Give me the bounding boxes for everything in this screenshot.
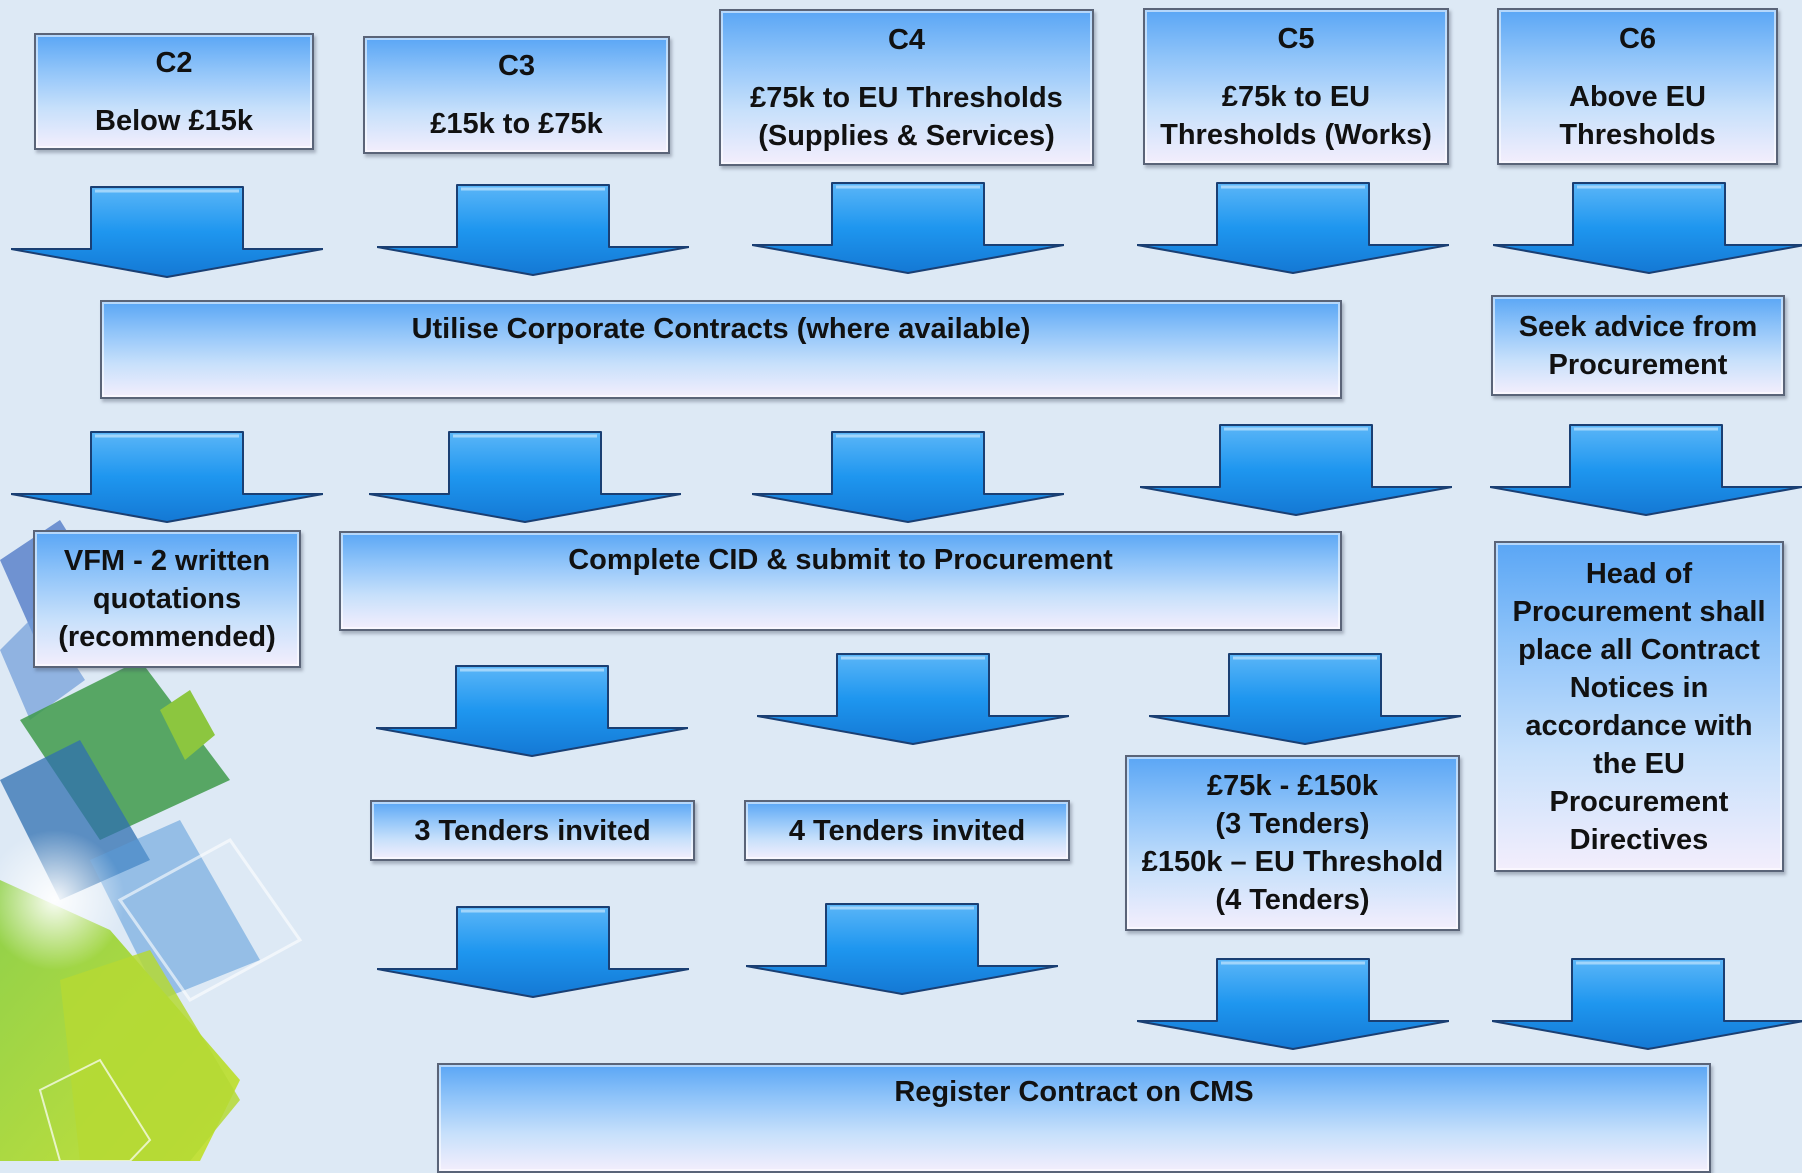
down-arrow <box>1492 955 1802 1051</box>
head-of-procurement-line-1: Head of <box>1585 557 1693 590</box>
down-arrow <box>11 428 323 524</box>
c4-range-line-1: £75k to EU Thresholds <box>750 81 1063 114</box>
seek-advice-line-1: Seek advice from <box>1518 310 1758 343</box>
down-arrow <box>377 903 689 999</box>
works-tenders-line-2: (3 Tenders) <box>1215 808 1370 840</box>
c2-range: Below £15k <box>95 104 253 137</box>
c3-threshold-box: C3 £15k to £75k <box>363 36 670 154</box>
c6-threshold-box: C6 Above EU Thresholds <box>1497 8 1778 165</box>
c2-threshold-box: C2 Below £15k <box>34 33 314 150</box>
down-arrow <box>1140 421 1452 517</box>
c3-range: £15k to £75k <box>430 108 603 140</box>
three-tenders-box: 3 Tenders invited <box>370 800 695 861</box>
corporate-contracts-box: Utilise Corporate Contracts (where avail… <box>100 300 1342 399</box>
vfm-line-2: quotations <box>92 583 242 615</box>
head-of-procurement-box: Head of Procurement shall place all Cont… <box>1494 541 1784 872</box>
c4-code: C4 <box>887 23 926 56</box>
decorative-diamonds <box>0 520 303 1161</box>
head-of-procurement-line-4: Notices in <box>1569 671 1709 704</box>
corporate-contracts-label: Utilise Corporate Contracts (where avail… <box>411 313 1031 345</box>
down-arrow <box>757 650 1069 746</box>
down-arrow <box>1493 179 1802 275</box>
four-tenders-label: 4 Tenders invited <box>788 814 1026 847</box>
down-arrow <box>377 181 689 277</box>
works-tenders-line-4: (4 Tenders) <box>1215 884 1370 916</box>
down-arrow <box>1149 650 1461 746</box>
vfm-line-1: VFM - 2 written <box>63 545 271 577</box>
c6-range-line-2: Thresholds <box>1559 118 1716 151</box>
c6-range-line-1: Above EU <box>1569 80 1706 113</box>
register-contract-box: Register Contract on CMS <box>437 1063 1711 1173</box>
down-arrow <box>1490 421 1802 517</box>
c6-code: C6 <box>1618 22 1657 55</box>
down-arrow <box>746 900 1058 996</box>
down-arrow <box>1137 179 1449 275</box>
c4-range-line-2: (Supplies & Services) <box>758 119 1055 152</box>
works-tenders-line-3: £150k – EU Threshold <box>1141 846 1444 878</box>
vfm-quotations-box: VFM - 2 written quotations (recommended) <box>33 530 301 668</box>
vfm-line-3: (recommended) <box>58 621 276 653</box>
down-arrow <box>369 428 681 524</box>
down-arrow <box>376 662 688 758</box>
c2-code: C2 <box>155 46 193 79</box>
head-of-procurement-line-8: Directives <box>1569 823 1709 856</box>
c5-threshold-box: C5 £75k to EU Thresholds (Works) <box>1143 8 1449 165</box>
down-arrow <box>11 183 323 279</box>
three-tenders-label: 3 Tenders invited <box>414 814 651 847</box>
seek-advice-box: Seek advice from Procurement <box>1491 295 1785 396</box>
down-arrow <box>1137 955 1449 1051</box>
head-of-procurement-line-5: accordance with <box>1525 709 1753 742</box>
four-tenders-box: 4 Tenders invited <box>744 800 1070 861</box>
works-tenders-line-1: £75k - £150k <box>1207 770 1378 802</box>
c4-threshold-box: C4 £75k to EU Thresholds (Supplies & Ser… <box>719 9 1094 166</box>
c3-code: C3 <box>497 50 536 82</box>
down-arrow <box>752 428 1064 524</box>
complete-cid-box: Complete CID & submit to Procurement <box>339 531 1342 631</box>
complete-cid-label: Complete CID & submit to Procurement <box>568 544 1113 576</box>
seek-advice-line-2: Procurement <box>1548 348 1728 381</box>
down-arrow <box>752 179 1064 275</box>
works-tenders-box: £75k - £150k (3 Tenders) £150k – EU Thre… <box>1125 755 1460 931</box>
register-contract-label: Register Contract on CMS <box>894 1076 1254 1108</box>
c5-code: C5 <box>1277 22 1315 55</box>
head-of-procurement-line-3: place all Contract <box>1518 633 1760 666</box>
head-of-procurement-line-2: Procurement shall <box>1512 595 1766 628</box>
head-of-procurement-line-6: the EU <box>1593 747 1685 780</box>
c5-range-line-1: £75k to EU <box>1221 80 1371 113</box>
c5-range-line-2: Thresholds (Works) <box>1160 118 1432 151</box>
head-of-procurement-line-7: Procurement <box>1549 785 1729 818</box>
